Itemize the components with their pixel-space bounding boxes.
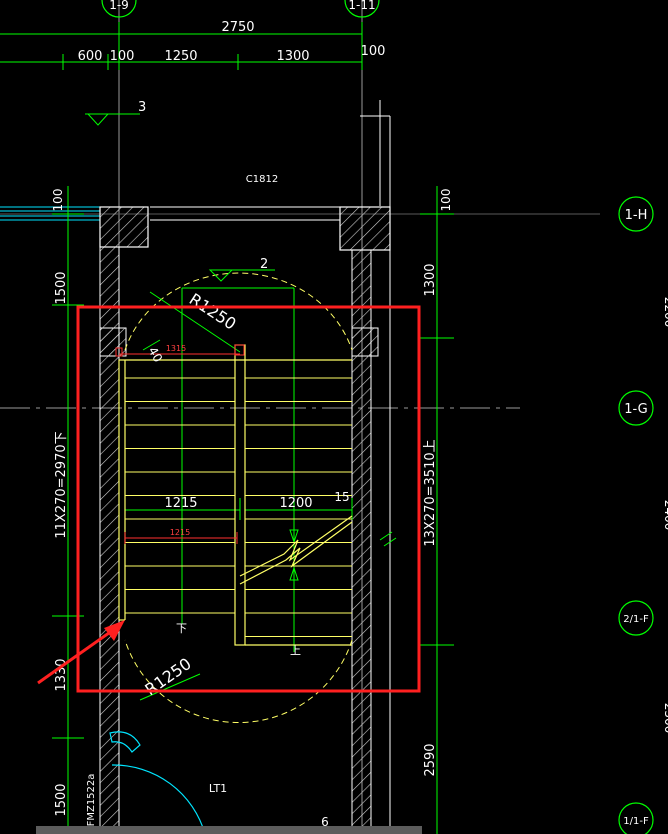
column-left	[99, 206, 149, 248]
axis-label-1-H: 1-H	[625, 208, 648, 223]
dim-left-1500: 1500	[54, 271, 69, 304]
axis-bubble-1-H: 1-H	[618, 196, 654, 232]
dim-left-stairs: 11X270=2970下	[54, 431, 69, 538]
landing-arc-bottom	[124, 639, 353, 724]
dim-overall: 2750	[221, 20, 254, 35]
up-mark: 上	[290, 644, 301, 657]
radius-leader-top	[149, 291, 241, 353]
axis-label-top-right: 1-11	[348, 0, 375, 12]
dim-15: 15	[334, 490, 349, 504]
highlight-arrow	[37, 620, 125, 685]
dim-left-1330: 1330	[54, 658, 69, 691]
window-label: C1812	[246, 174, 278, 185]
dim-100: 100	[110, 49, 135, 64]
dim-far-right-2400: 2400	[662, 500, 668, 531]
right-dimension-line	[379, 186, 454, 834]
dim-far-right-2200: 2200	[662, 297, 668, 328]
level-mark-mid: 2	[208, 257, 275, 282]
wall-right	[351, 249, 372, 834]
dim-right-stairs: 13X270=3510上	[423, 439, 438, 546]
landing-arc-top	[124, 272, 353, 351]
axis-bubble-1-G: 1-G	[618, 390, 654, 426]
stair-treads-right	[245, 377, 352, 637]
stair-treads-left	[125, 377, 235, 614]
door-swing	[109, 731, 206, 834]
axis-label-top-left: 1-9	[109, 0, 129, 12]
radius-top-text: R1250	[186, 289, 240, 333]
dim-100-right: 100	[361, 44, 386, 59]
axis-bubble-top-left: 1-9	[101, 0, 137, 18]
radius-leader-bottom	[139, 673, 201, 701]
down-mark: 下	[176, 622, 187, 635]
dim-far-right-2300: 2300	[662, 703, 668, 734]
stair-guide-lines	[124, 287, 353, 652]
dim-1315: 1315	[166, 344, 186, 353]
dim-left-100: 100	[51, 189, 65, 212]
dim-left-1500-bottom: 1500	[54, 783, 69, 816]
dim-40: 40	[145, 345, 165, 365]
break-line	[239, 515, 353, 585]
red-dimensions	[115, 344, 245, 544]
level-2-text: 2	[260, 257, 268, 272]
level-3-text: 3	[138, 100, 146, 115]
level-mark-top: 3	[85, 100, 146, 126]
dim-1215-red: 1215	[170, 528, 190, 537]
dim-right-100: 100	[439, 189, 453, 212]
column-right	[339, 206, 391, 251]
axis-label-1-1-F: 1/1-F	[623, 816, 649, 827]
axis-label-2-1-F: 2/1-F	[623, 614, 649, 625]
dim-1300: 1300	[276, 49, 309, 64]
wall-left	[99, 246, 120, 834]
axis-label-1-G: 1-G	[624, 402, 648, 417]
axis-bubble-top-right: 1-11	[344, 0, 380, 18]
axis-bubble-1-1-F: 1/1-F	[618, 802, 654, 834]
dim-600: 600	[78, 49, 103, 64]
axis-lines	[0, 0, 600, 834]
dim-right-2590: 2590	[423, 743, 438, 776]
dim-1200: 1200	[279, 496, 312, 511]
bottom-scroll-strip	[36, 826, 422, 834]
door-label: FMZ1522a	[86, 774, 97, 827]
dim-right-1300: 1300	[423, 263, 438, 296]
bottom-number: 6	[321, 815, 329, 829]
top-dimensions	[0, 22, 363, 70]
highlight-box	[76, 305, 421, 693]
room-label: LT1	[209, 782, 227, 795]
axis-bubble-2-1-F: 2/1-F	[618, 600, 654, 636]
dim-1215: 1215	[164, 496, 197, 511]
dim-1250: 1250	[164, 49, 197, 64]
